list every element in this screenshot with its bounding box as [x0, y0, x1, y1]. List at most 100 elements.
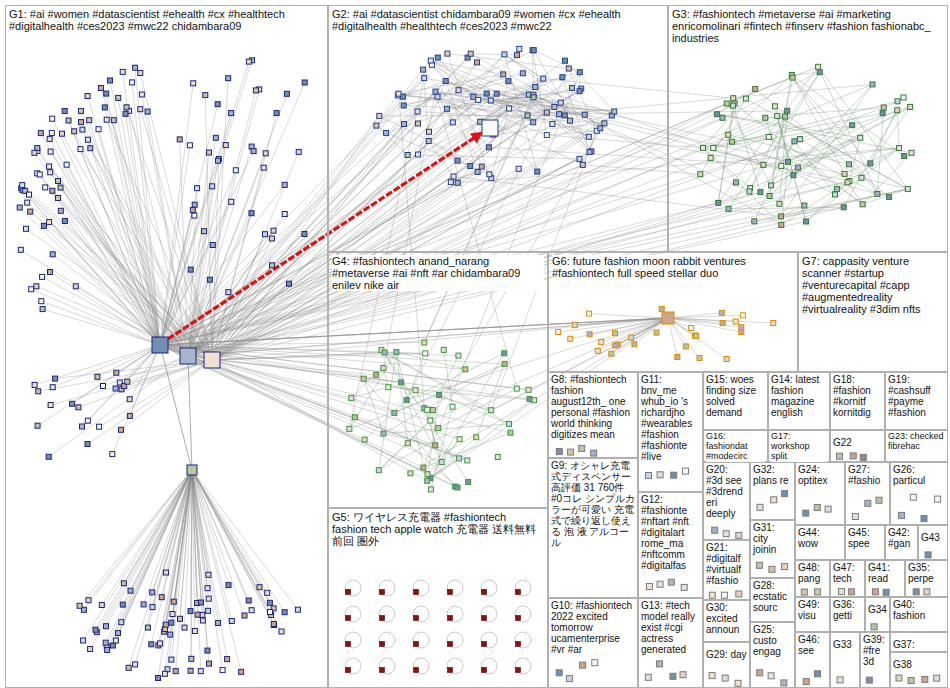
network-edge — [727, 78, 793, 104]
network-edge — [870, 107, 910, 163]
vertex-icon — [833, 192, 838, 197]
vertex-icon — [465, 458, 470, 463]
vertex-icon — [60, 131, 65, 136]
vertex-icon — [56, 179, 61, 184]
network-edge — [188, 54, 504, 356]
vertex-icon — [506, 79, 511, 84]
vertex-icon — [265, 590, 270, 595]
self-loop — [447, 632, 463, 648]
vertex-icon — [858, 135, 863, 140]
vertex-icon — [747, 189, 752, 194]
network-edge — [160, 345, 428, 474]
vertex-icon — [514, 386, 519, 391]
network-edge — [37, 173, 212, 360]
vertex-icon — [876, 497, 882, 503]
vertex-icon — [25, 200, 30, 205]
group-label: G39: #fre 3d — [863, 634, 887, 667]
vertex-icon — [450, 120, 455, 125]
network-edge — [192, 470, 201, 671]
vertex-icon — [439, 460, 444, 465]
network-edge — [129, 470, 192, 668]
vertex-icon — [552, 104, 557, 109]
vertex-icon — [772, 104, 777, 109]
vertex-icon — [448, 642, 453, 647]
network-edge — [118, 98, 160, 345]
vertex-icon — [70, 401, 75, 406]
vertex-icon — [347, 426, 352, 431]
self-loop — [413, 658, 429, 674]
network-edge — [160, 318, 668, 345]
vertex-icon — [897, 146, 902, 151]
network-edge — [160, 345, 467, 460]
vertex-icon — [562, 113, 567, 118]
vertex-icon — [85, 94, 90, 99]
vertex-icon — [414, 590, 419, 595]
vertex-icon — [98, 86, 103, 91]
network-edge — [52, 119, 160, 345]
vertex-icon — [156, 676, 161, 681]
group-label: G8: #fashiontech fashion august12th_ one… — [551, 374, 635, 440]
vertex-icon — [577, 89, 582, 94]
vertex-icon — [895, 108, 900, 113]
network-edge — [188, 89, 581, 356]
vertex-icon — [883, 589, 889, 595]
group-label: G27: #fashio — [848, 464, 887, 486]
vertex-icon — [50, 252, 55, 257]
vertex-icon — [848, 589, 854, 595]
vertex-icon — [515, 53, 520, 58]
network-edge — [191, 470, 192, 671]
vertex-icon — [681, 584, 687, 590]
vertex-icon — [402, 122, 407, 127]
vertex-icon — [769, 566, 775, 572]
vertex-icon — [516, 166, 521, 171]
vertex-icon — [516, 668, 521, 673]
vertex-icon — [475, 169, 480, 174]
vertex-icon — [441, 347, 446, 352]
network-edge — [769, 137, 878, 194]
vertex-icon — [287, 281, 292, 286]
group-box: G9: オシャレ充電式ディスペンサー 高評価 31 760件 #0コレ シンプル… — [548, 458, 638, 598]
group-box: G2: #ai #datascientist chidambara09 #wom… — [328, 5, 668, 252]
vertex-icon — [48, 149, 53, 154]
vertex-icon — [202, 229, 207, 234]
vertex-icon — [671, 472, 677, 478]
vertex-icon — [422, 340, 427, 345]
self-loop — [481, 632, 497, 648]
group-box: G29: day — [703, 642, 750, 688]
vertex-icon — [868, 161, 873, 166]
group-box: G28: ecstatic sourc — [750, 578, 795, 622]
vertex-icon — [860, 202, 865, 207]
network-edge — [132, 82, 160, 345]
vertex-icon — [871, 624, 877, 630]
vertex-icon — [114, 370, 119, 375]
vertex-icon — [842, 171, 847, 176]
vertex-icon — [482, 120, 498, 136]
vertex-icon — [726, 132, 731, 137]
network-edge — [430, 437, 476, 478]
vertex-icon — [415, 109, 420, 114]
vertex-icon — [399, 380, 404, 385]
vertex-icon — [448, 180, 453, 185]
vertex-icon — [582, 112, 587, 117]
vertex-icon — [489, 408, 494, 413]
vertex-icon — [130, 80, 135, 85]
vertex-icon — [683, 344, 688, 349]
vertex-icon — [145, 109, 150, 114]
network-edge — [438, 58, 474, 97]
group-box: G34 — [865, 597, 890, 632]
vertex-icon — [170, 612, 175, 617]
vertex-icon — [766, 135, 771, 140]
network-edge — [160, 318, 668, 345]
group-label: G24: optitex — [798, 464, 842, 486]
network-edge — [376, 94, 398, 126]
self-loop — [515, 606, 531, 622]
vertex-icon — [20, 183, 25, 188]
vertex-icon — [426, 139, 431, 144]
vertex-icon — [735, 680, 741, 686]
vertex-icon — [17, 205, 22, 210]
vertex-icon — [346, 668, 351, 673]
vertex-icon — [531, 95, 536, 100]
vertex-icon — [257, 585, 262, 590]
network-edge — [192, 470, 282, 632]
vertex-icon — [104, 91, 109, 96]
